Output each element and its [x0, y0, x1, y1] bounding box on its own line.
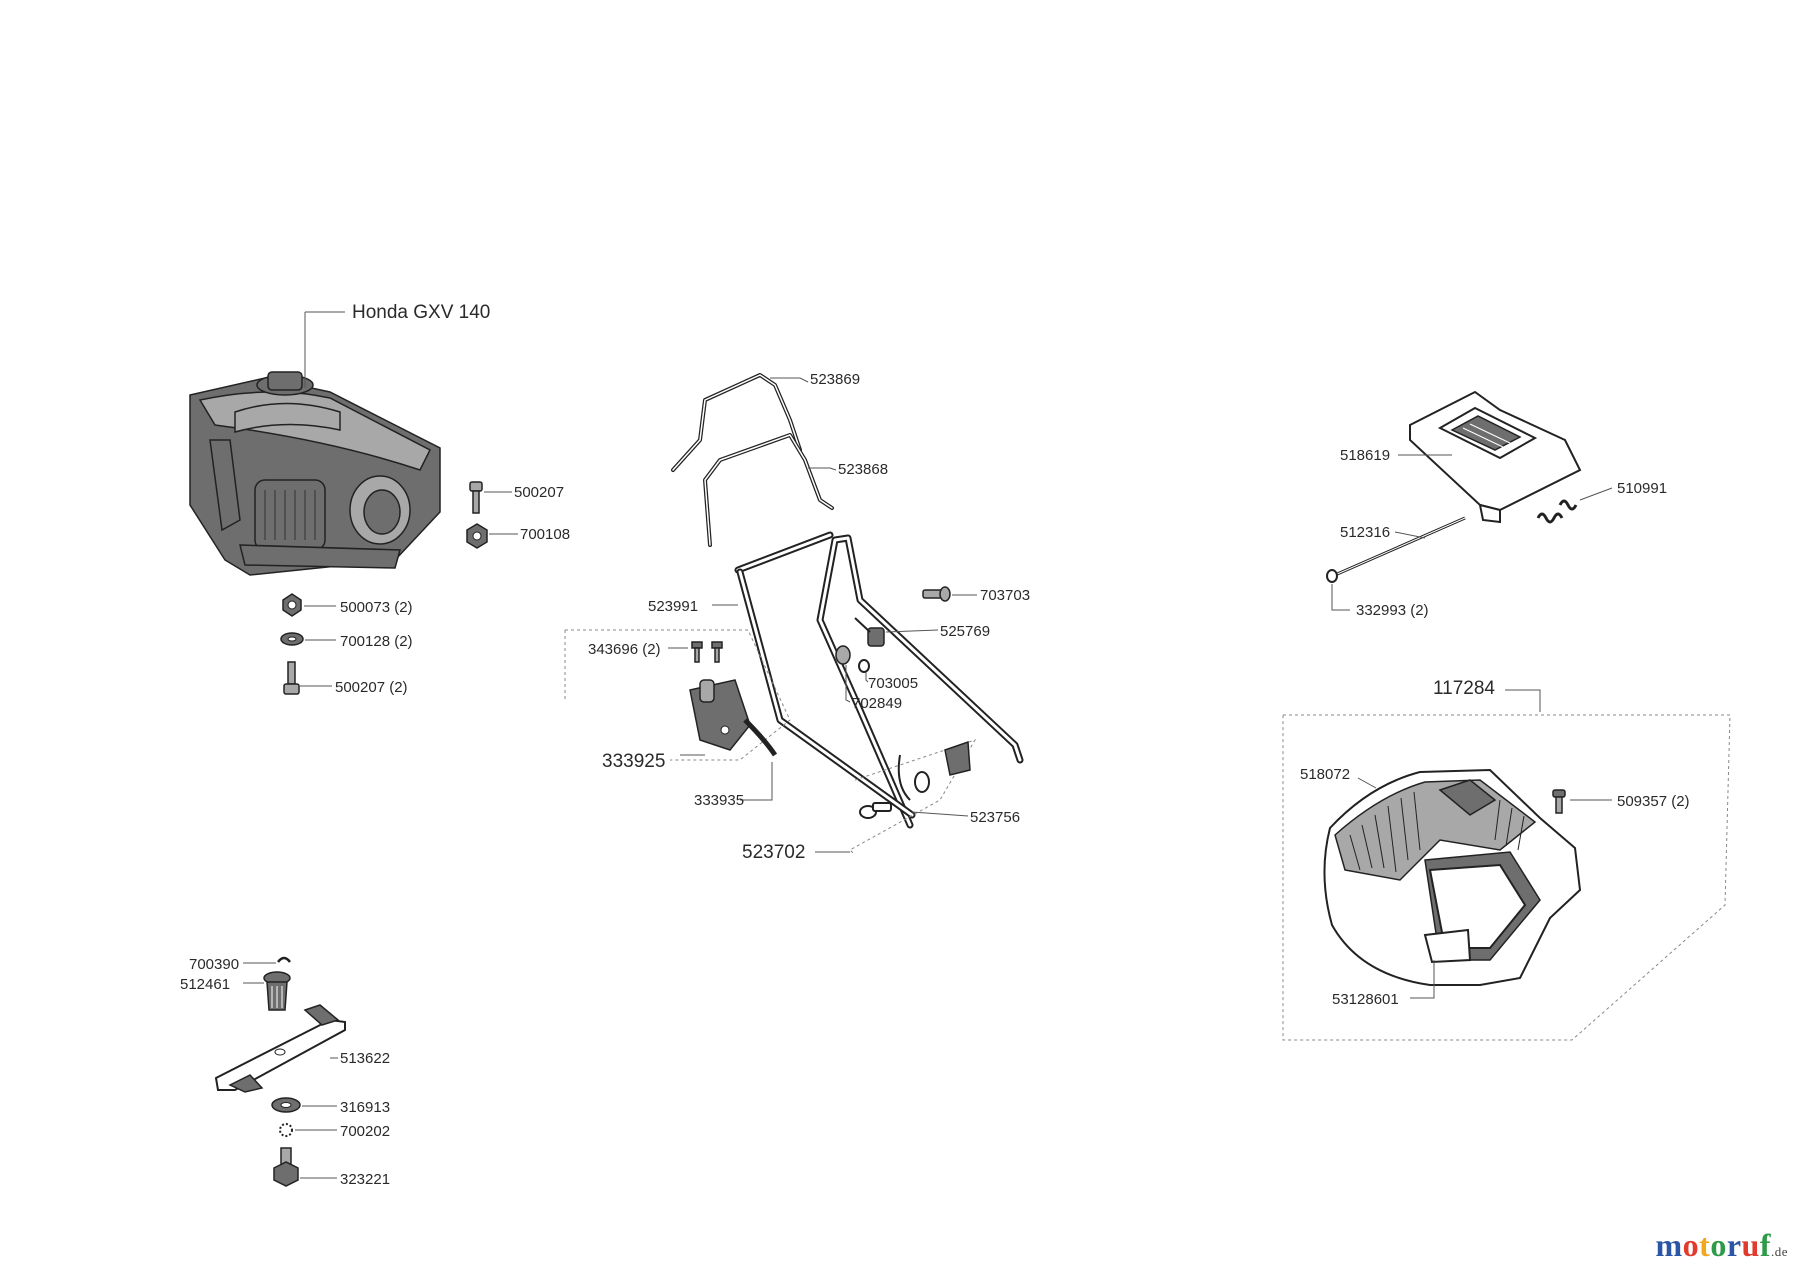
flap-518619 — [1409, 390, 1582, 524]
upper-handle-523868 — [703, 433, 834, 547]
label-512316: 512316 — [1340, 524, 1390, 541]
label-513622: 513622 — [340, 1050, 390, 1067]
group-523702-outline — [849, 739, 977, 856]
screw-343696-a — [691, 641, 703, 663]
throttle-lever-333935 — [689, 679, 778, 757]
label-702849: 702849 — [852, 695, 902, 712]
label-700390: 700390 — [189, 956, 239, 973]
leader-117284 — [1505, 689, 1541, 712]
lower-handle-523991 — [734, 531, 1024, 829]
lockwasher-700202 — [279, 1123, 293, 1137]
label-700128: 700128 (2) — [340, 633, 413, 650]
label-512461: 512461 — [180, 976, 230, 993]
screw-703703 — [922, 586, 951, 602]
cap-332993 — [1326, 569, 1338, 583]
label-703703: 703703 — [980, 587, 1030, 604]
bolt-323221 — [273, 1147, 299, 1187]
leader-703005 — [865, 672, 869, 683]
label-700202: 700202 — [340, 1123, 390, 1140]
group-333925-outline — [565, 629, 791, 761]
upper-handle-523869 — [671, 373, 802, 472]
label-510991: 510991 — [1617, 480, 1667, 497]
label-509357: 509357 (2) — [1617, 793, 1690, 810]
clip-700390 — [277, 956, 291, 963]
leader-523756 — [911, 811, 969, 817]
label-523869: 523869 — [810, 371, 860, 388]
engine-label: Honda GXV 140 — [352, 302, 490, 323]
leader-53128601 — [1410, 960, 1435, 999]
label-518619: 518619 — [1340, 447, 1390, 464]
leader-512316 — [1394, 531, 1426, 539]
label-523702: 523702 — [742, 842, 805, 863]
brand-logo: motoruf.de — [1656, 1227, 1789, 1264]
nut-700108 — [466, 523, 488, 549]
label-523991: 523991 — [648, 598, 698, 615]
washer-316913 — [271, 1097, 301, 1113]
label-316913: 316913 — [340, 1099, 390, 1116]
label-117284: 117284 — [1433, 678, 1495, 699]
bolt-523756 — [859, 802, 892, 819]
spring-510991 — [1536, 499, 1578, 524]
rod-512316 — [1334, 516, 1466, 577]
leader-510991 — [1579, 487, 1613, 501]
label-500207-2: 500207 (2) — [335, 679, 408, 696]
label-700108: 700108 — [520, 526, 570, 543]
label-518072: 518072 — [1300, 766, 1350, 783]
label-500073: 500073 (2) — [340, 599, 413, 616]
clamp-525769 — [854, 617, 885, 647]
leader-332993 — [1331, 584, 1350, 611]
bolt-500207-2 — [283, 661, 300, 695]
grass-box-518072 — [1323, 768, 1582, 986]
knob-702849 — [835, 645, 851, 665]
engine-illustration — [189, 371, 441, 576]
leader-523868 — [808, 467, 837, 471]
label-523756: 523756 — [970, 809, 1020, 826]
label-525769: 525769 — [940, 623, 990, 640]
leader-518072 — [1357, 777, 1377, 789]
label-703005: 703005 — [868, 675, 918, 692]
screw-509357 — [1552, 789, 1566, 814]
blade-513622 — [214, 1004, 346, 1093]
label-332993: 332993 (2) — [1356, 602, 1429, 619]
label-343696: 343696 (2) — [588, 641, 661, 658]
leader-525769 — [885, 629, 939, 633]
leader-702849 — [845, 665, 851, 703]
label-500207: 500207 — [514, 484, 564, 501]
screw-343696-b — [711, 641, 723, 663]
washer-700128 — [280, 632, 304, 646]
fixing-523756 — [897, 740, 971, 801]
label-523868: 523868 — [838, 461, 888, 478]
label-53128601: 53128601 — [1332, 991, 1399, 1008]
washer-703005 — [858, 659, 870, 673]
hub-512461 — [263, 971, 291, 1011]
group-117284-outline — [1282, 714, 1731, 1041]
leader-523869 — [770, 377, 809, 383]
label-323221: 323221 — [340, 1171, 390, 1188]
label-333925: 333925 — [602, 751, 665, 772]
leader-333935 — [740, 762, 773, 801]
label-333935: 333935 — [694, 792, 744, 809]
brand-logo-text: motoruf — [1655, 1227, 1771, 1263]
nut-500073 — [282, 593, 302, 617]
brand-logo-suffix: .de — [1770, 1244, 1788, 1259]
bolt-500207 — [469, 481, 483, 514]
